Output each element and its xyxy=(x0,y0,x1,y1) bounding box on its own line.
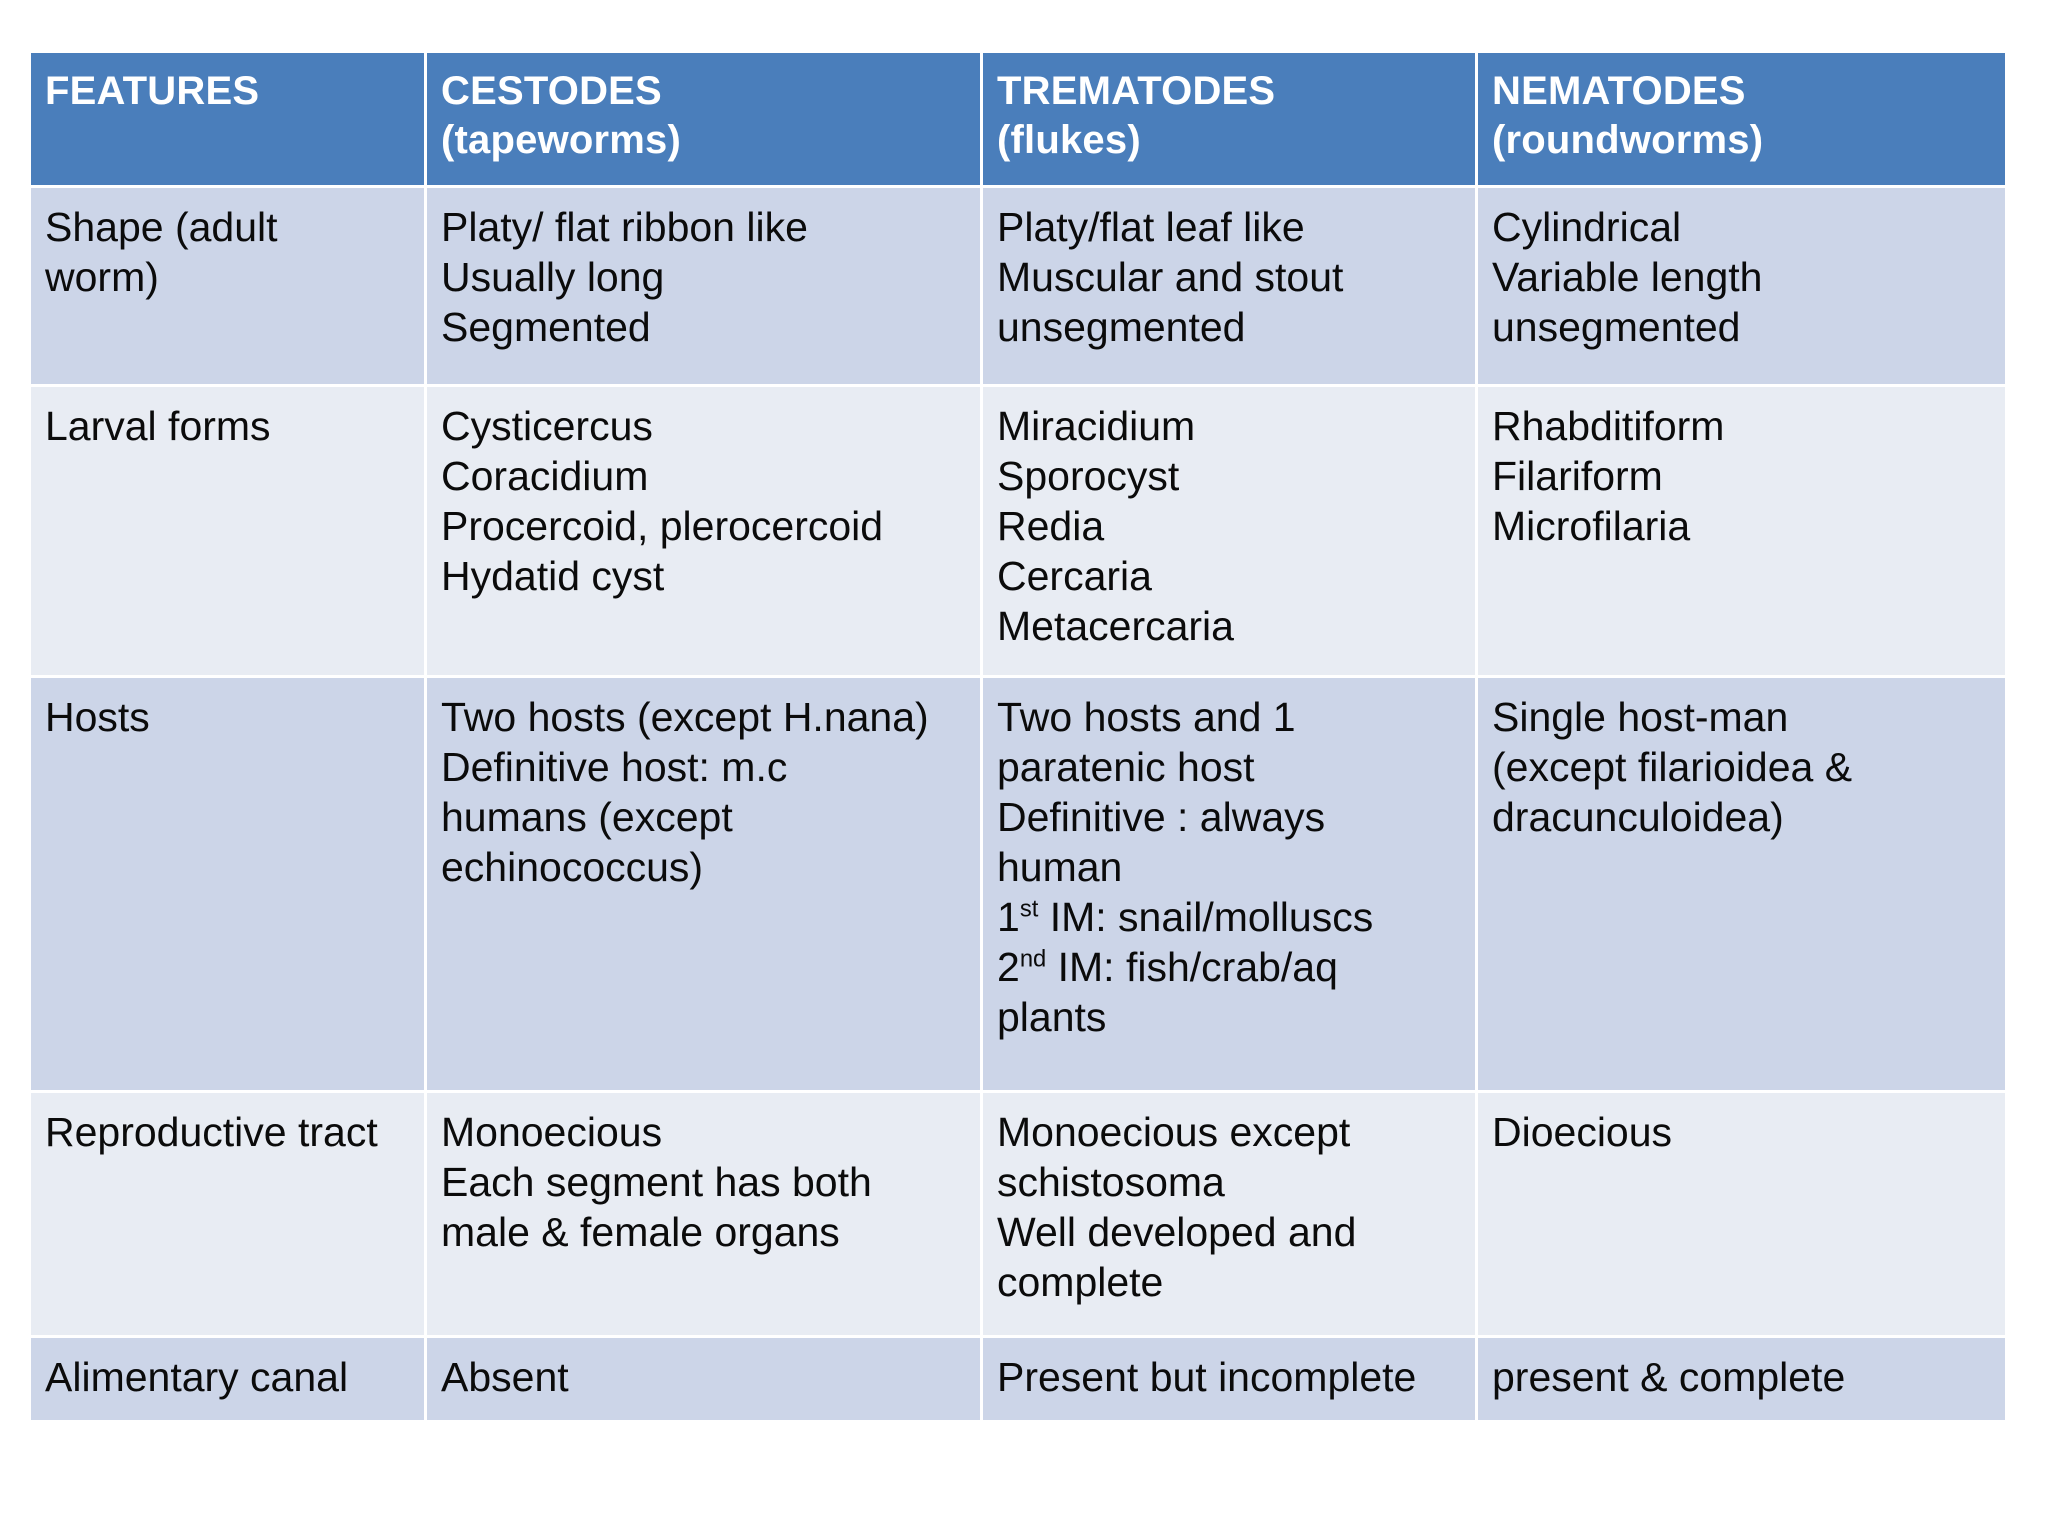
cell-line: Two hosts and 1 xyxy=(997,694,1296,740)
column-header-nematodes: NEMATODES (roundworms) xyxy=(1478,53,2005,185)
cell-line: Rhabditiform xyxy=(1492,403,1725,449)
cell-line: Each segment has both xyxy=(441,1159,872,1206)
header-title-features: FEATURES xyxy=(45,69,260,113)
cell-line: Reproductive tract xyxy=(45,1109,378,1155)
cell-cestodes-alimentary-canal: Absent xyxy=(427,1338,980,1421)
cell-line: Usually long xyxy=(441,254,665,301)
cell-line: human xyxy=(997,844,1123,891)
column-header-cestodes: CESTODES (tapeworms) xyxy=(427,53,980,185)
cell-feature-alimentary-canal: Alimentary canal xyxy=(31,1338,424,1421)
cell-line: Miracidium xyxy=(997,403,1196,449)
cell-line: unsegmented xyxy=(997,304,1246,351)
cell-line: Filariform xyxy=(1492,453,1663,500)
cell-cestodes-hosts: Two hosts (except H.nana)Definitive host… xyxy=(427,678,980,1090)
cell-trematodes-alimentary-canal: Present but incomplete xyxy=(983,1338,1475,1421)
cell-line: Cercaria xyxy=(997,553,1152,600)
cell-line: Microfilaria xyxy=(1492,503,1691,550)
header-title-trematodes: TREMATODES xyxy=(997,69,1276,113)
cell-line: plants xyxy=(997,994,1107,1041)
cell-line: 2nd IM: fish/crab/aq xyxy=(997,944,1338,991)
parasite-comparison-table: FEATURES CESTODES (tapeworms) TREMATODES… xyxy=(28,50,2008,1423)
cell-line: Hydatid cyst xyxy=(441,553,665,600)
cell-line: Muscular and stout xyxy=(997,254,1344,301)
cell-line: Dioecious xyxy=(1492,1109,1673,1155)
header-subtitle-cestodes: (tapeworms) xyxy=(441,117,682,162)
cell-line: schistosoma xyxy=(997,1159,1225,1206)
cell-line: male & female organs xyxy=(441,1209,840,1256)
header-subtitle-nematodes: (roundworms) xyxy=(1492,117,1764,162)
cell-line: dracunculoidea) xyxy=(1492,794,1784,841)
cell-line: Coracidium xyxy=(441,453,649,500)
cell-line: paratenic host xyxy=(997,744,1255,791)
cell-line: Definitive host: m.c xyxy=(441,744,788,791)
cell-nematodes-reproductive-tract: Dioecious xyxy=(1478,1093,2005,1335)
table-row: Alimentary canal Absent Present but inco… xyxy=(31,1338,2005,1421)
cell-line: Alimentary canal xyxy=(45,1354,349,1400)
cell-line: Metacercaria xyxy=(997,603,1234,650)
cell-line: Present but incomplete xyxy=(997,1354,1417,1400)
cell-nematodes-alimentary-canal: present & complete xyxy=(1478,1338,2005,1421)
cell-feature-hosts: Hosts xyxy=(31,678,424,1090)
table-header: FEATURES CESTODES (tapeworms) TREMATODES… xyxy=(31,53,2005,185)
cell-line: Cylindrical xyxy=(1492,204,1682,250)
table-row: Hosts Two hosts (except H.nana)Definitiv… xyxy=(31,678,2005,1090)
cell-line: 1st IM: snail/molluscs xyxy=(997,894,1374,941)
ordinal-superscript: nd xyxy=(1019,945,1047,973)
cell-line: worm) xyxy=(45,254,159,301)
cell-feature-reproductive-tract: Reproductive tract xyxy=(31,1093,424,1335)
cell-line: Shape (adult xyxy=(45,204,278,250)
cell-line: Sporocyst xyxy=(997,453,1180,500)
cell-line: (except filarioidea & xyxy=(1492,744,1853,791)
cell-line: Monoecious xyxy=(441,1109,663,1155)
ordinal-superscript: st xyxy=(1019,895,1039,923)
header-row: FEATURES CESTODES (tapeworms) TREMATODES… xyxy=(31,53,2005,185)
cell-line: unsegmented xyxy=(1492,304,1741,351)
cell-line: Monoecious except xyxy=(997,1109,1351,1155)
header-title-cestodes: CESTODES xyxy=(441,69,662,113)
cell-nematodes-hosts: Single host-man(except filarioidea &drac… xyxy=(1478,678,2005,1090)
header-subtitle-trematodes: (flukes) xyxy=(997,117,1141,162)
cell-line: Single host-man xyxy=(1492,694,1789,740)
cell-line: Two hosts (except H.nana) xyxy=(441,694,929,740)
cell-line: Well developed and xyxy=(997,1209,1357,1256)
cell-feature-larval-forms: Larval forms xyxy=(31,387,424,675)
cell-line: Hosts xyxy=(45,694,150,740)
cell-line: Redia xyxy=(997,503,1105,550)
cell-line: Absent xyxy=(441,1354,569,1400)
column-header-features: FEATURES xyxy=(31,53,424,185)
cell-line: Cysticercus xyxy=(441,403,653,449)
cell-line: present & complete xyxy=(1492,1354,1846,1400)
cell-line: Segmented xyxy=(441,304,651,351)
cell-line: echinococcus) xyxy=(441,844,704,891)
column-header-trematodes: TREMATODES (flukes) xyxy=(983,53,1475,185)
header-title-nematodes: NEMATODES xyxy=(1492,69,1746,113)
cell-line: Larval forms xyxy=(45,403,271,449)
cell-line: Variable length xyxy=(1492,254,1763,301)
cell-line: Platy/ flat ribbon like xyxy=(441,204,808,250)
cell-line: Procercoid, plerocercoid xyxy=(441,503,884,550)
cell-line: Definitive : always xyxy=(997,794,1326,841)
cell-line: Platy/flat leaf like xyxy=(997,204,1305,250)
cell-line: complete xyxy=(997,1259,1164,1306)
cell-line: humans (except xyxy=(441,794,733,841)
